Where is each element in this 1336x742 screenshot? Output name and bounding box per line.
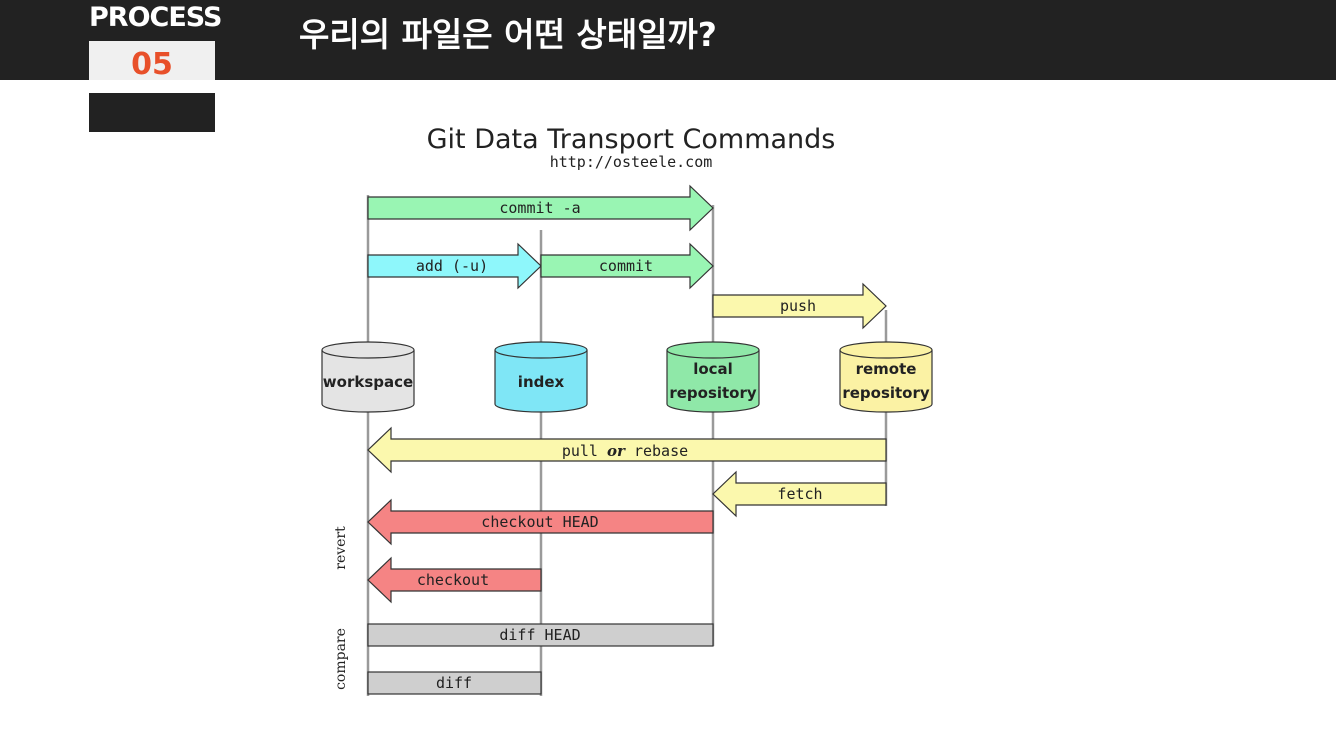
repo-label-line2: repository	[669, 384, 757, 402]
diagram-url: http://osteele.com	[550, 153, 713, 171]
repo-label: index	[518, 373, 565, 391]
repo-local: local repository	[666, 341, 760, 413]
arrow-checkout-head: checkout HEAD	[367, 498, 714, 546]
arrow-label: checkout	[417, 571, 489, 589]
arrow-commit: commit	[540, 242, 714, 290]
arrow-label: commit	[599, 257, 653, 275]
arrow-add: add (-u)	[367, 242, 542, 290]
repo-index: index	[494, 341, 588, 413]
bar-label: diff	[436, 674, 472, 692]
repo-label-line1: local	[693, 360, 733, 378]
slide-title: 우리의 파일은 어떤 상태일까?	[299, 15, 717, 54]
repo-remote: remote repository	[839, 341, 933, 413]
arrow-label: pull or rebase	[562, 442, 688, 460]
arrow-label: checkout HEAD	[481, 513, 598, 531]
bar-label: diff HEAD	[499, 626, 580, 644]
repo-label-line2: repository	[842, 384, 930, 402]
arrow-label: push	[780, 297, 816, 315]
repo-label: workspace	[323, 373, 413, 391]
header-bar	[0, 0, 1336, 80]
group-label-compare: compare	[333, 628, 349, 690]
arrow-checkout: checkout	[367, 556, 542, 604]
section-block	[89, 93, 215, 132]
arrow-pull-rebase: pull or rebase	[367, 426, 887, 474]
process-number: 05	[89, 41, 215, 82]
arrow-label: commit -a	[499, 199, 580, 217]
arrow-commit-a: commit -a	[367, 184, 714, 232]
process-label: PROCESS	[89, 2, 222, 33]
repo-label-line1: remote	[856, 360, 917, 378]
group-label-revert: revert	[333, 526, 349, 570]
bar-diff: diff	[367, 671, 542, 695]
arrow-label: fetch	[777, 485, 822, 503]
arrow-push: push	[712, 282, 887, 330]
arrow-label: add (-u)	[416, 257, 488, 275]
repo-workspace: workspace	[321, 341, 415, 413]
diagram-title: Git Data Transport Commands	[427, 124, 836, 155]
arrow-fetch: fetch	[712, 470, 887, 518]
bar-diff-head: diff HEAD	[367, 623, 714, 647]
